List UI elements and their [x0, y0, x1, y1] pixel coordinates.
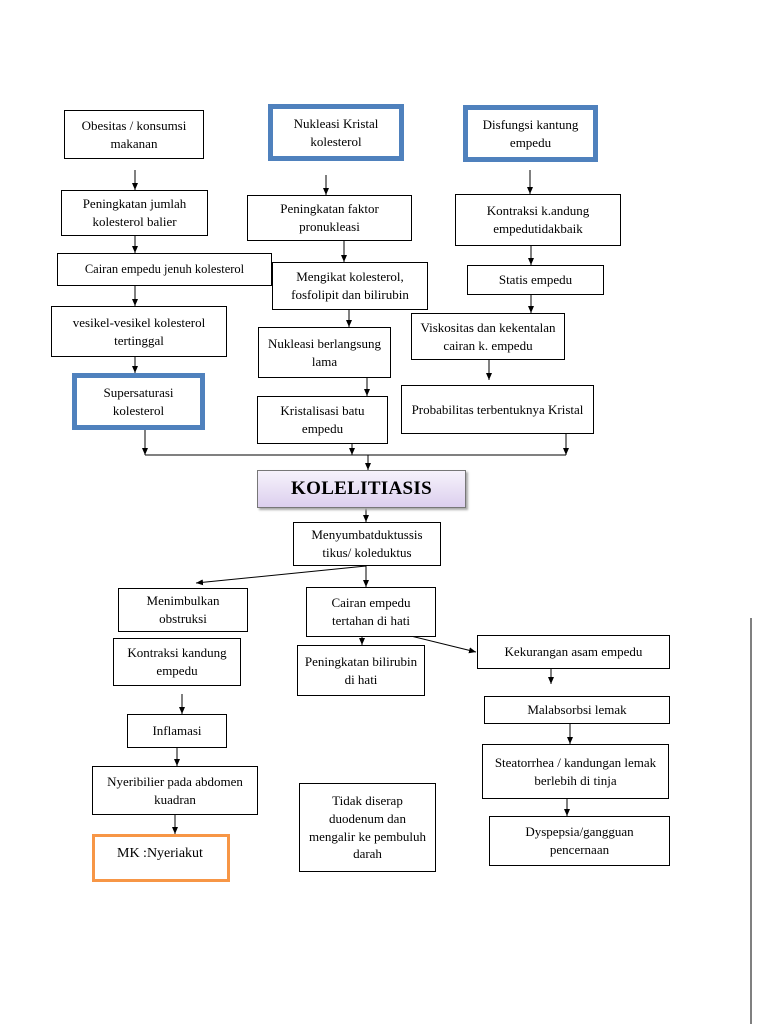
box-vesikel: vesikel-vesikel kolesterol tertinggal: [51, 306, 227, 357]
box-cairan-jenuh: Cairan empedu jenuh kolesterol: [57, 253, 272, 286]
box-dyspepsia: Dyspepsia/gangguan pencernaan: [489, 816, 670, 866]
box-inflamasi: Inflamasi: [127, 714, 227, 748]
box-statis: Statis empedu: [467, 265, 604, 295]
box-peningkatan-kolesterol: Peningkatan jumlah kolesterol balier: [61, 190, 208, 236]
box-faktor-pronukleasi: Peningkatan faktor pronukleasi: [247, 195, 412, 241]
box-nyeri: Nyeribilier pada abdomen kuadran: [92, 766, 258, 815]
box-viskositas: Viskositas dan kekentalan cairan k. empe…: [411, 313, 565, 360]
arrow: [195, 565, 367, 586]
box-malabsorbsi: Malabsorbsi lemak: [484, 696, 670, 724]
box-kontraksi-right: Kontraksi k.andung empedutidakbaik: [455, 194, 621, 246]
box-tidak-diserap: Tidak diserap duodenum dan mengalir ke p…: [299, 783, 436, 872]
box-peningkatan-bilirubin: Peningkatan bilirubin di hati: [297, 645, 425, 696]
box-kristalisasi: Kristalisasi batu empedu: [257, 396, 388, 444]
box-probabilitas: Probabilitas terbentuknya Kristal: [401, 385, 594, 434]
box-mengikat: Mengikat kolesterol, fosfolipit dan bili…: [272, 262, 428, 310]
box-cairan-tertahan: Cairan empedu tertahan di hati: [306, 587, 436, 637]
box-kontraksi-kandung: Kontraksi kandung empedu: [113, 638, 241, 686]
main-node-title: KOLELITIASIS: [257, 470, 466, 508]
box-nukleasi-lama: Nukleasi berlangsung lama: [258, 327, 391, 378]
box-disfungsi: Disfungsi kantung empedu: [463, 105, 598, 162]
box-obesitas: Obesitas / konsumsi makanan: [64, 110, 204, 159]
box-menimbulkan: Menimbulkan obstruksi: [118, 588, 248, 632]
box-nukleasi-kristal: Nukleasi Kristal kolesterol: [268, 104, 404, 161]
box-steatorrhea: Steatorrhea / kandungan lemak berlebih d…: [482, 744, 669, 799]
box-menyumbat: Menyumbatduktussis tikus/ koleduktus: [293, 522, 441, 566]
box-kekurangan: Kekurangan asam empedu: [477, 635, 670, 669]
box-mk-nyeri: MK :Nyeriakut: [92, 834, 230, 882]
box-supersaturasi: Supersaturasi kolesterol: [72, 373, 205, 430]
